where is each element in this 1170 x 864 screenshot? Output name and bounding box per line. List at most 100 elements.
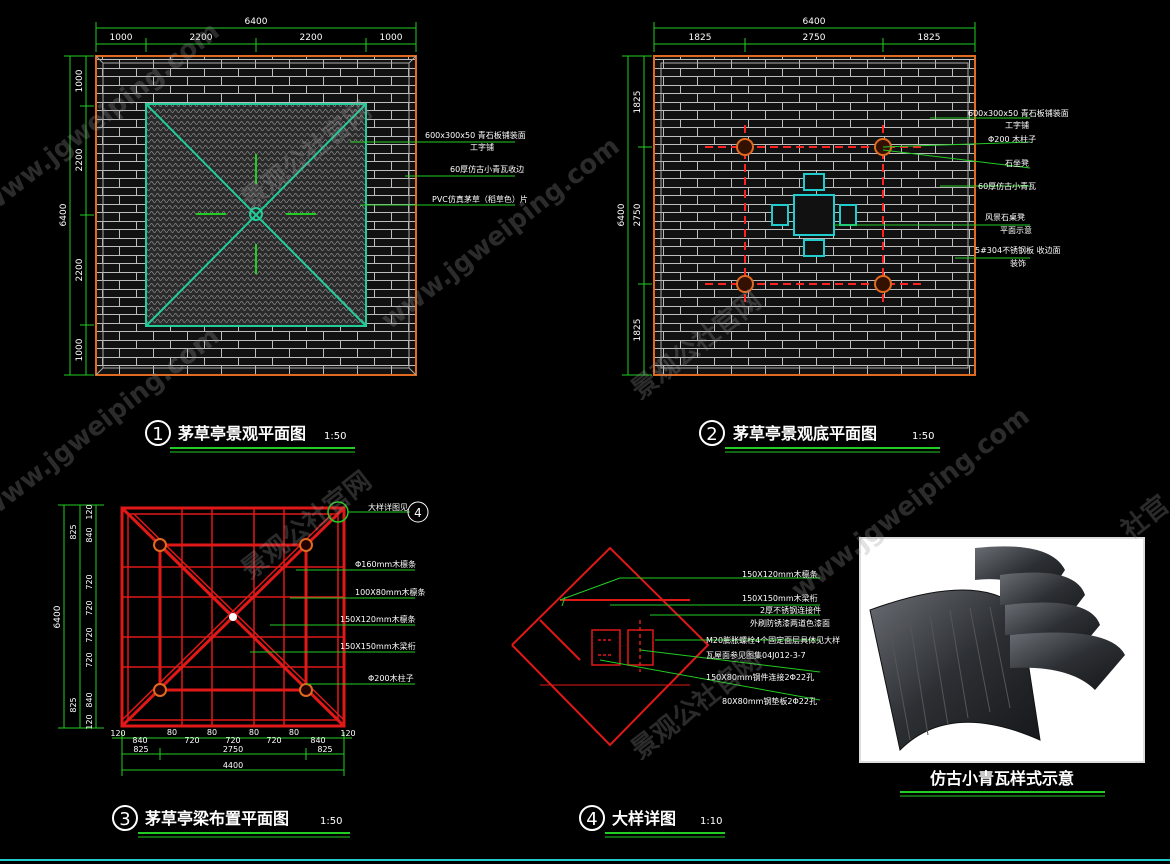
d2-number-circle	[699, 420, 725, 446]
d2-note: 工字铺	[1005, 120, 1029, 130]
d1-note: 60厚仿古小青瓦收边	[450, 164, 524, 174]
d2-left-dim: 2750	[633, 203, 643, 226]
d3-bottom-dim: 80	[289, 728, 299, 737]
d1-top-dim: 2200	[190, 33, 213, 43]
drawing-4: 150X120mm木檩条 150X150mm木梁桁 2厚不锈钢连接件 外刷防锈漆…	[511, 546, 840, 838]
d3-left-dim: 840	[85, 527, 94, 542]
d3-bottom-dim: 80	[207, 728, 217, 737]
d2-note: 5#304不锈钢板 收边面	[975, 245, 1061, 255]
d3-left-dim: 720	[85, 574, 94, 589]
d4-leaders	[559, 577, 821, 701]
d1-left-dim: 1000	[75, 338, 85, 361]
d4-connector	[591, 620, 654, 672]
d4-note: 80X80mm钢垫板2Φ22孔	[722, 696, 817, 706]
d3-left-dim: 825	[69, 697, 78, 712]
d2-note: Φ200 木柱子	[988, 134, 1036, 144]
d3-detail-note: 大样详图见	[368, 502, 408, 512]
d3-left-dim: 720	[85, 600, 94, 615]
d3-bottom-dim: 720	[266, 736, 281, 745]
d3-left-dim: 825	[69, 524, 78, 539]
d3-title: 茅草亭梁布置平面图	[145, 809, 289, 828]
d3-bottom-dim2: 2750	[223, 745, 243, 754]
d1-note: 工字铺	[470, 142, 494, 152]
d3-bottom-dim: 840	[310, 736, 325, 745]
d3-columns	[153, 538, 313, 697]
drawing-1: 6400 1000 2200 2200 1000 6400 1000 2200 …	[59, 17, 528, 453]
d1-left-total: 6400	[59, 203, 69, 226]
d4-number-circle	[579, 805, 605, 831]
d1-top-dim: 1000	[110, 33, 133, 43]
d3-note: Φ160mm木檩条	[355, 559, 416, 569]
d3-note: 150X120mm木檩条	[340, 614, 416, 624]
d3-bottom-dim: 80	[249, 728, 259, 737]
d3-note: 100X80mm木檩条	[355, 587, 426, 597]
drawing-2: 6400 1825 2750 1825 6400 1825 2750 1825	[617, 17, 1069, 453]
d2-stone-table	[771, 173, 857, 257]
d3-number-circle	[112, 805, 138, 831]
d3-bottom-dim: 720	[225, 736, 240, 745]
d2-note: 600x300x50 青石板铺装面	[968, 108, 1069, 118]
tile-photo-panel: 仿古小青瓦样式示意	[859, 537, 1145, 797]
d2-note: 60厚仿古小青瓦	[978, 181, 1036, 191]
d2-note: 平面示意	[1000, 225, 1032, 235]
d2-title: 茅草亭景观底平面图	[733, 424, 877, 443]
d1-left-dimensions	[64, 55, 94, 376]
d1-number-circle	[145, 420, 171, 446]
d1-left-dim: 1000	[75, 69, 85, 92]
d1-note: PVC仿真茅草（稻草色）片	[432, 194, 528, 204]
d2-top-dim: 2750	[803, 33, 826, 43]
d3-bottom-total: 4400	[223, 761, 243, 770]
d1-apex	[249, 207, 263, 221]
d3-leaders	[250, 569, 415, 685]
d2-top-dim: 1825	[689, 33, 712, 43]
d3-bottom-dim: 120	[340, 729, 355, 738]
d1-top-dim: 2200	[300, 33, 323, 43]
d2-number: 2	[706, 424, 717, 445]
d4-beam-joint	[511, 546, 710, 747]
d3-purlins	[122, 508, 344, 726]
d3-bottom-dim: 840	[132, 736, 147, 745]
d1-top-dim: 1000	[380, 33, 403, 43]
d3-left-dim: 720	[85, 627, 94, 642]
d3-left-dim: 720	[85, 652, 94, 667]
d3-left-dimensions	[58, 504, 104, 729]
d4-title: 大样详图	[612, 809, 676, 828]
d2-note: 风景石桌凳	[985, 212, 1025, 222]
d2-left-dimensions	[622, 55, 652, 376]
d2-top-dimensions	[653, 22, 976, 52]
d3-bottom-dim2: 825	[317, 745, 332, 754]
d2-left-dim: 1825	[633, 91, 643, 114]
d1-ridge-lines	[145, 103, 367, 327]
d3-left-dim: 840	[85, 692, 94, 707]
d3-left-dim: 120	[85, 714, 94, 729]
d3-bottom-dim: 720	[184, 736, 199, 745]
d2-leaders	[834, 117, 1031, 259]
d4-note: 瓦屋面参见图集04J012-3-7	[706, 650, 806, 660]
d4-note: M20膨胀螺栓4个固定面层具体见大样	[706, 635, 840, 645]
d4-note: 外刷防锈漆两道色漆面	[750, 618, 830, 628]
tile-photo-caption: 仿古小青瓦样式示意	[930, 769, 1074, 788]
d4-note: 150X150mm木梁桁	[742, 593, 818, 603]
d2-left-dim: 1825	[633, 319, 643, 342]
d3-detail-ref: 4	[414, 506, 422, 520]
d1-title: 茅草亭景观平面图	[178, 424, 306, 443]
d4-scale: 1:10	[700, 816, 722, 827]
d2-top-dim: 1825	[918, 33, 941, 43]
d3-bottom-dimensions	[112, 732, 352, 776]
d2-top-total: 6400	[803, 17, 826, 27]
d3-bottom-dim2: 825	[133, 745, 148, 754]
d2-left-total: 6400	[617, 203, 627, 226]
d3-note: 150X150mm木梁桁	[340, 641, 416, 651]
d1-note: 600x300x50 青石板铺装面	[425, 130, 526, 140]
d4-number: 4	[586, 809, 597, 830]
d3-bottom-dim: 80	[167, 728, 177, 737]
d4-note: 150X80mm钢件连接2Φ22孔	[706, 672, 814, 682]
d1-scale: 1:50	[324, 431, 346, 442]
tile-illustration	[869, 546, 1125, 752]
d3-left-total: 6400	[53, 605, 63, 628]
d1-top-dimensions	[95, 22, 417, 52]
d1-number: 1	[152, 424, 163, 445]
d3-bottom-dim: 120	[110, 729, 125, 738]
